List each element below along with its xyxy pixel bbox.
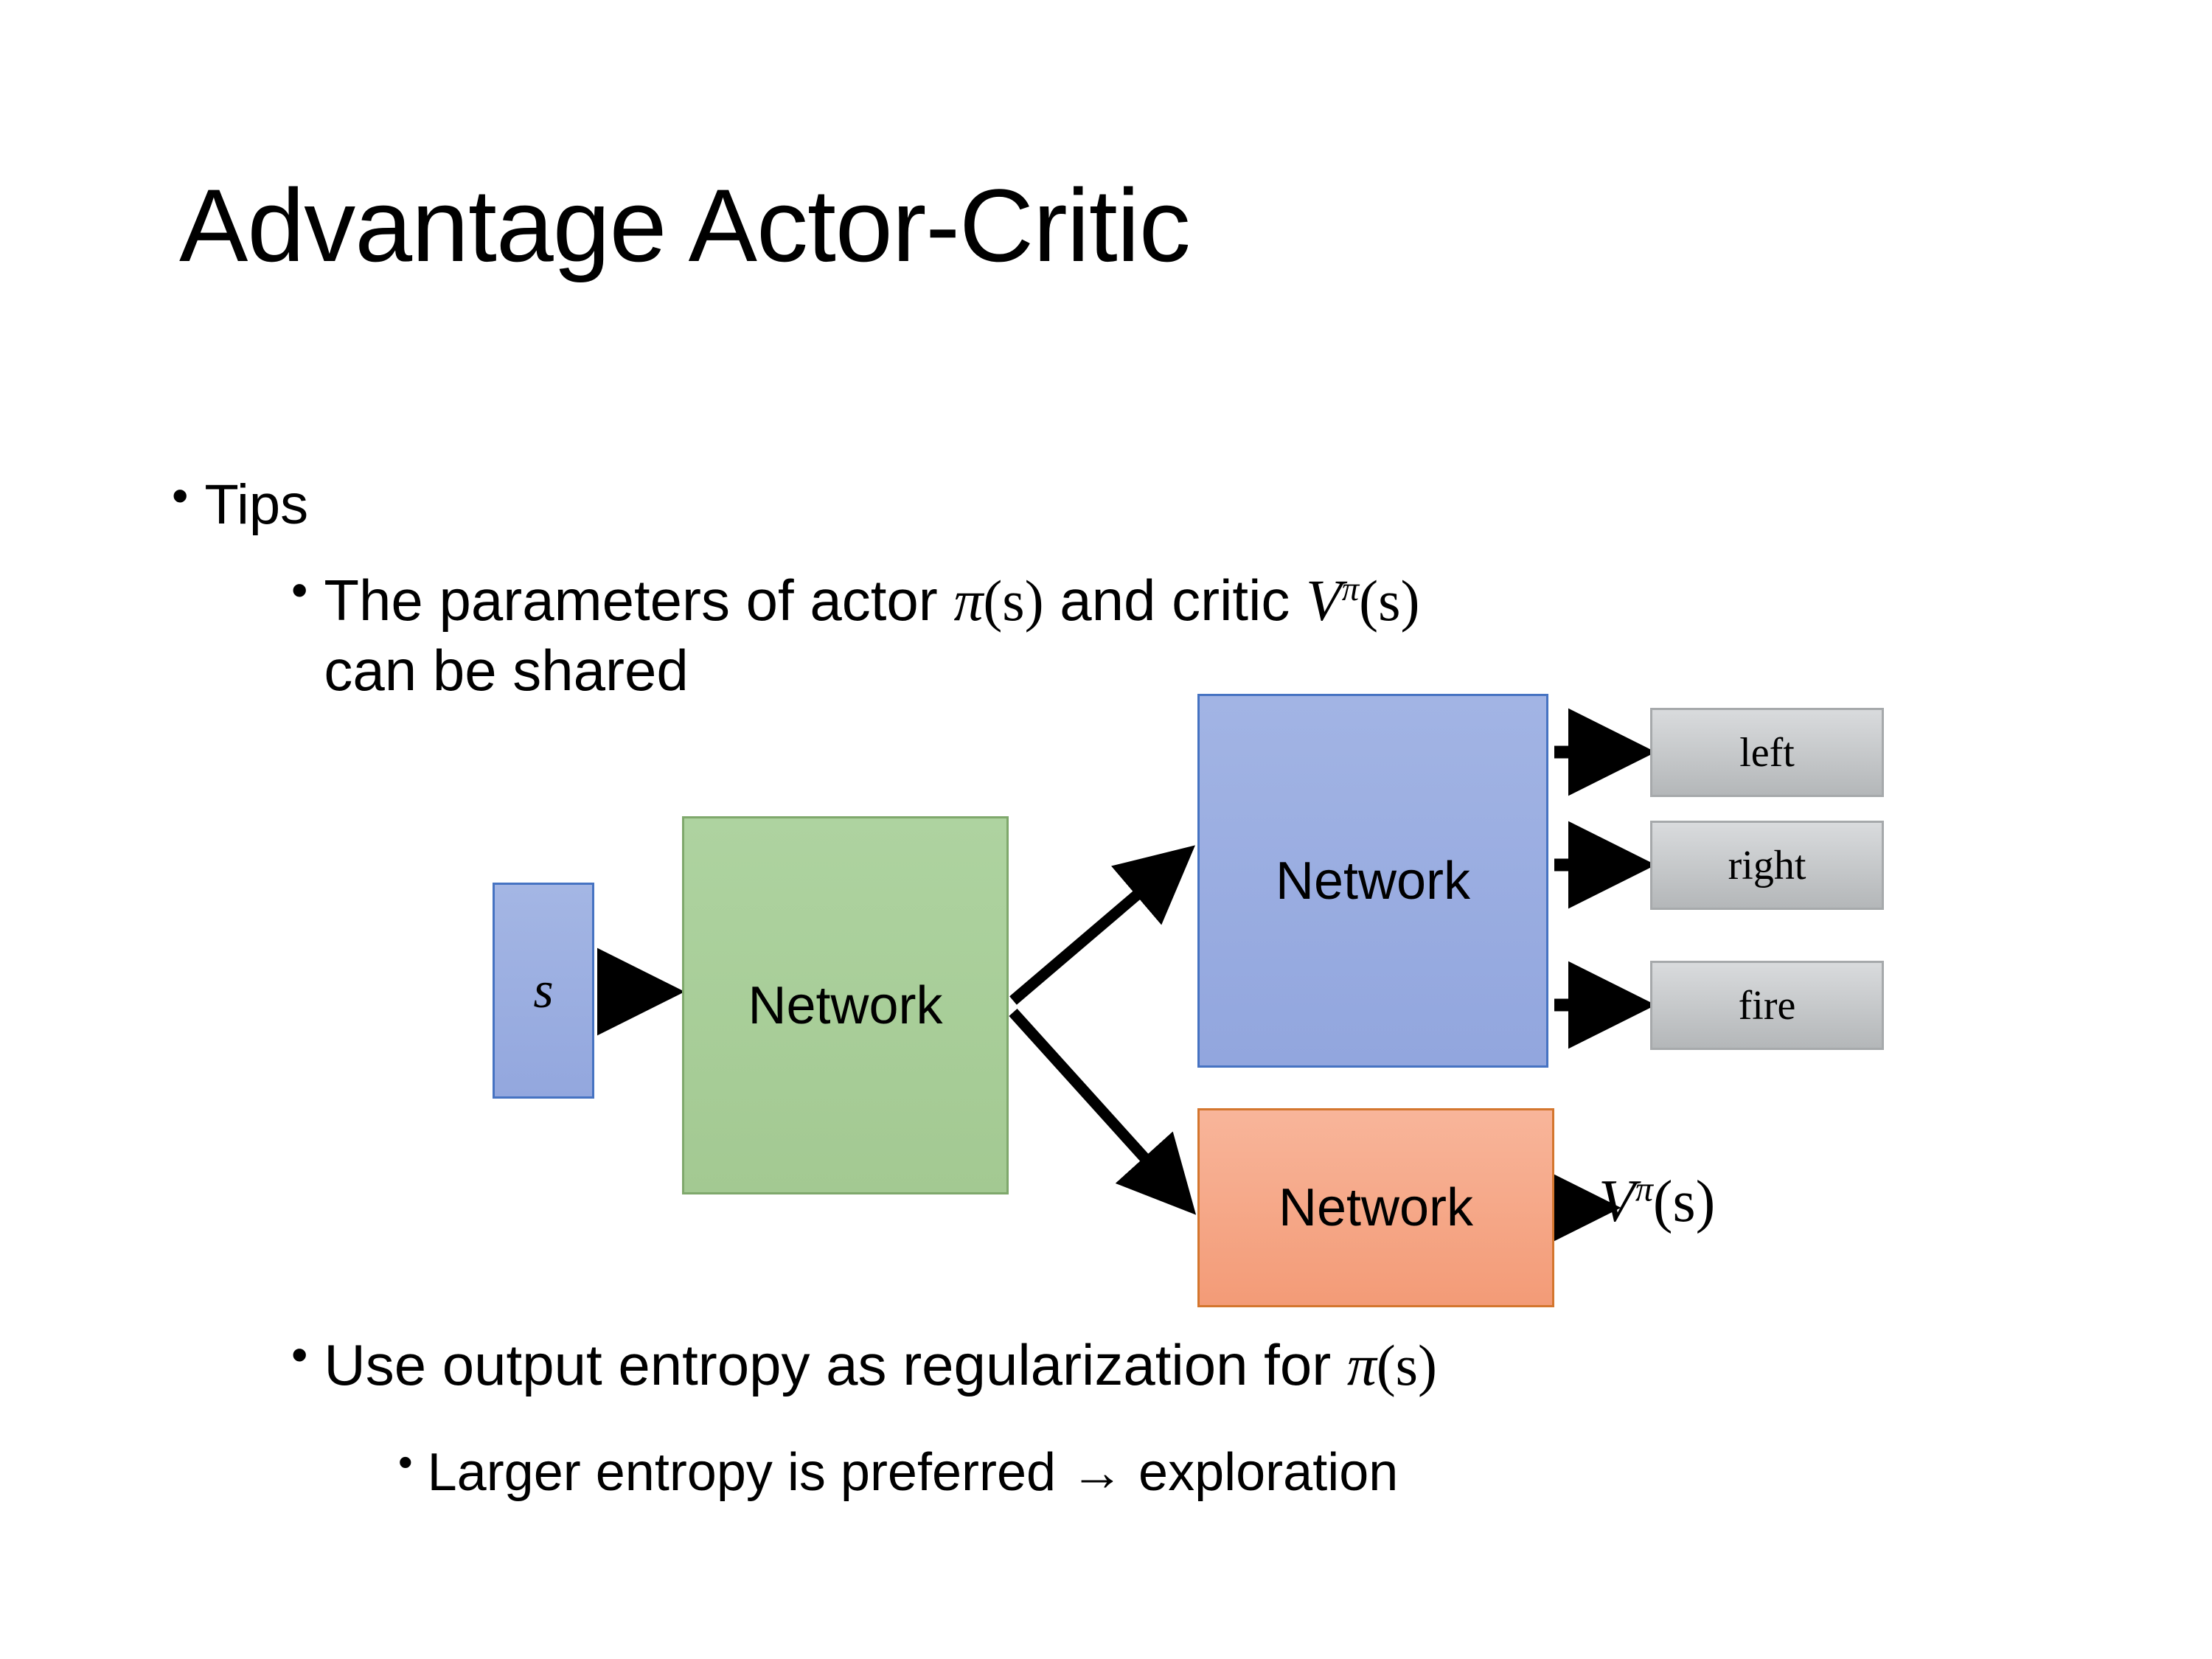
entropy-text-a: Use output entropy as regularization for (324, 1332, 1347, 1397)
bullet-marker-icon: • (291, 563, 308, 616)
bullet-marker-icon: • (398, 1439, 413, 1485)
bullet-marker-icon: • (172, 469, 189, 522)
bullet-marker-icon: • (291, 1328, 308, 1381)
action-label-right: right (1728, 842, 1806, 888)
arrow-shared-to-critic (1009, 1008, 1197, 1215)
state-input-label: s (533, 961, 554, 1019)
bullet-shared-parameters: • The parameters of actor π(s) and criti… (291, 566, 2061, 704)
bullet-larger-entropy: • Larger entropy is preferred → explorat… (398, 1441, 2168, 1504)
bullet-entropy-regularization: • Use output entropy as regularization f… (291, 1331, 2061, 1401)
critic-output-label: Vπ(s) (1599, 1166, 1715, 1236)
shared-network-label: Network (748, 975, 943, 1035)
actor-network-label: Network (1275, 851, 1471, 911)
params-text-a: The parameters of actor (324, 568, 954, 633)
bullet-tips: • Tips (172, 472, 308, 538)
action-box-left[interactable]: left (1650, 708, 1884, 797)
params-text-b: and critic (1043, 568, 1307, 633)
critic-network-label: Network (1278, 1178, 1474, 1237)
math-pi-actor-args: (s) (983, 568, 1044, 633)
bullet-shared-parameters-text: The parameters of actor π(s) and critic … (324, 566, 2061, 704)
actor-network-box[interactable]: Network (1197, 694, 1548, 1068)
action-box-right[interactable]: right (1650, 821, 1884, 910)
math-pi-entropy: π (1346, 1333, 1377, 1398)
arrow-shared-to-actor (1009, 845, 1195, 1005)
critic-output-args: (s) (1652, 1169, 1716, 1234)
bullet-larger-entropy-label: Larger entropy is preferred → exploratio… (427, 1443, 1399, 1502)
action-label-fire: fire (1738, 982, 1796, 1029)
math-pi-entropy-args: (s) (1376, 1333, 1438, 1397)
bullet-tips-label: Tips (204, 473, 309, 536)
state-input-box[interactable]: s (493, 883, 594, 1099)
critic-output-superscript: π (1635, 1169, 1653, 1209)
action-label-left: left (1739, 729, 1795, 776)
params-line2: can be shared (324, 637, 689, 703)
math-pi-actor: π (953, 568, 984, 633)
critic-network-box[interactable]: Network (1197, 1108, 1554, 1307)
math-v-critic-superscript: π (1341, 570, 1360, 608)
page-title: Advantage Actor-Critic (179, 167, 1191, 283)
bullet-entropy-text: Use output entropy as regularization for… (324, 1331, 2061, 1401)
critic-output-symbol: V (1599, 1167, 1635, 1234)
math-v-critic-args: (s) (1359, 568, 1420, 633)
action-box-fire[interactable]: fire (1650, 961, 1884, 1050)
shared-network-box[interactable]: Network (682, 816, 1009, 1194)
math-v-critic: V (1306, 568, 1342, 633)
